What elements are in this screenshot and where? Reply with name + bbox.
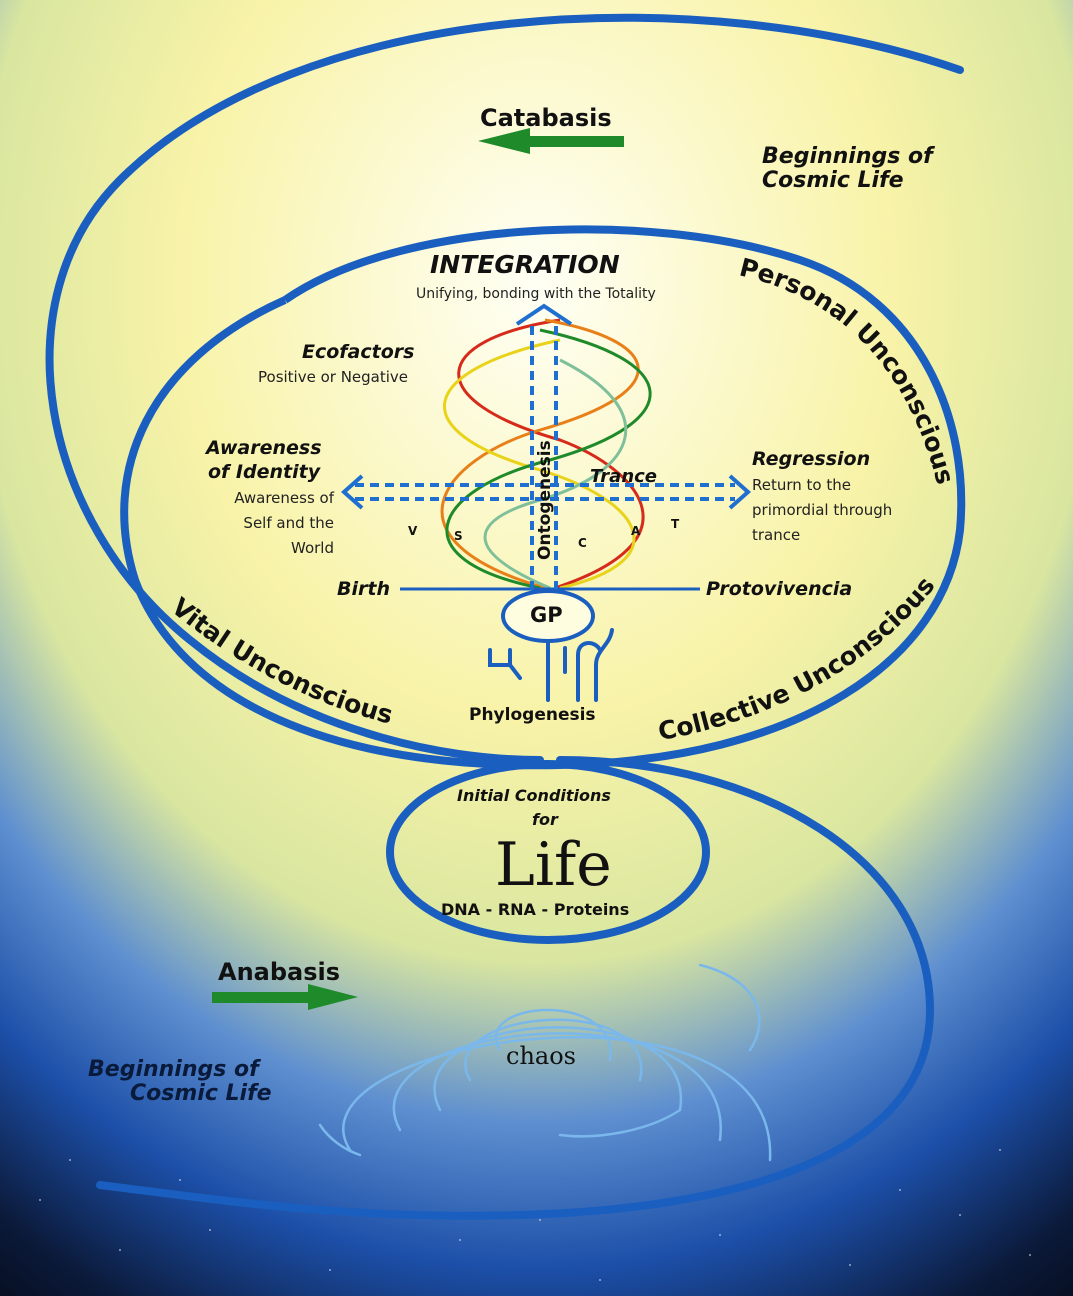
birth-label: Birth [337,578,390,600]
starfield [39,1149,1031,1281]
awareness-sub-1: Awareness of [234,489,334,507]
letter-a: A [631,524,641,538]
regression-sub-1: Return to the [752,476,851,494]
beginnings-top-line1: Beginnings of [762,144,933,169]
awareness-title-2: of Identity [208,461,321,483]
inner-ellipse [120,225,966,770]
letter-c: C [578,536,587,550]
ecofactors-subtitle: Positive or Negative [258,368,409,386]
ontogenesis-label: Ontogenesis [535,440,555,560]
regression-sub-3: trance [752,526,801,544]
regression-sub-2: primordial through [752,501,893,519]
awareness-sub-2: Self and the [243,514,334,532]
awareness-sub-3: World [291,539,334,557]
dna-rna-proteins-label: DNA - RNA - Proteins [441,900,630,919]
phylogenesis-roots [488,628,614,702]
right-arrowhead [728,474,752,510]
left-arrowhead [340,474,364,510]
chaos-swirls [318,963,772,1162]
letter-v: V [408,524,418,538]
integration-subtitle: Unifying, bonding with the Totality [416,286,656,302]
gp-label: GP [530,603,563,627]
letter-t: T [671,517,680,531]
trance-label: Trance [590,466,658,487]
life-label: Life [495,830,612,900]
initial-conditions-circle [386,760,710,944]
beginnings-bottom-line1: Beginnings of [88,1057,259,1082]
regression-title: Regression [752,448,871,470]
beginnings-top-line2: Cosmic Life [762,168,904,193]
phylogenesis-label: Phylogenesis [469,705,596,725]
letter-s: S [454,529,463,543]
chaos-label: chaos [506,1042,576,1070]
anabasis-arrow [212,984,358,1010]
catabasis-arrow [478,128,624,154]
beginnings-bottom-line2: Cosmic Life [130,1081,272,1106]
awareness-title-1: Awareness [206,437,322,459]
lower-spiral [96,756,935,1220]
catabasis-label: Catabasis [480,104,612,132]
initial-conditions-line2: for [532,810,558,829]
ontogenesis-axis [355,320,735,590]
up-arrowhead [515,303,573,326]
outer-spiral [45,13,964,764]
initial-conditions-line1: Initial Conditions [457,786,611,805]
integration-title: INTEGRATION [430,250,620,279]
anabasis-label: Anabasis [218,958,341,986]
protovivencia-label: Protovivencia [706,578,853,600]
ecofactors-title: Ecofactors [302,341,415,363]
